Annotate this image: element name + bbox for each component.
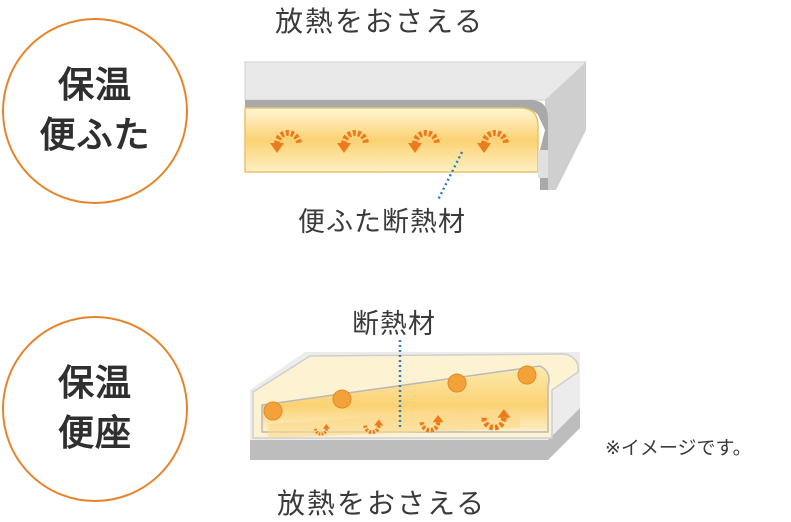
seat-feature-circle: 保温 便座 [2, 316, 188, 502]
seat-feature-label: 保温 便座 [57, 363, 132, 454]
lid-insulation-label: 便ふた断熱材 [298, 207, 466, 238]
lid-feature-label: 保温 便ふた [39, 65, 151, 156]
seat-heat-caption: 放熱をおさえる [277, 487, 487, 520]
image-note: ※イメージです。 [605, 437, 752, 459]
lid-cross-section [244, 61, 588, 201]
lid-heat-caption: 放熱をおさえる [275, 5, 485, 38]
seat-insulation-label: 断熱材 [352, 309, 436, 340]
seat-cross-section [250, 340, 580, 460]
lid-feature-circle: 保温 便ふた [2, 18, 188, 204]
lid-leader-line [436, 151, 464, 201]
insulation-roll-icon [263, 365, 537, 421]
